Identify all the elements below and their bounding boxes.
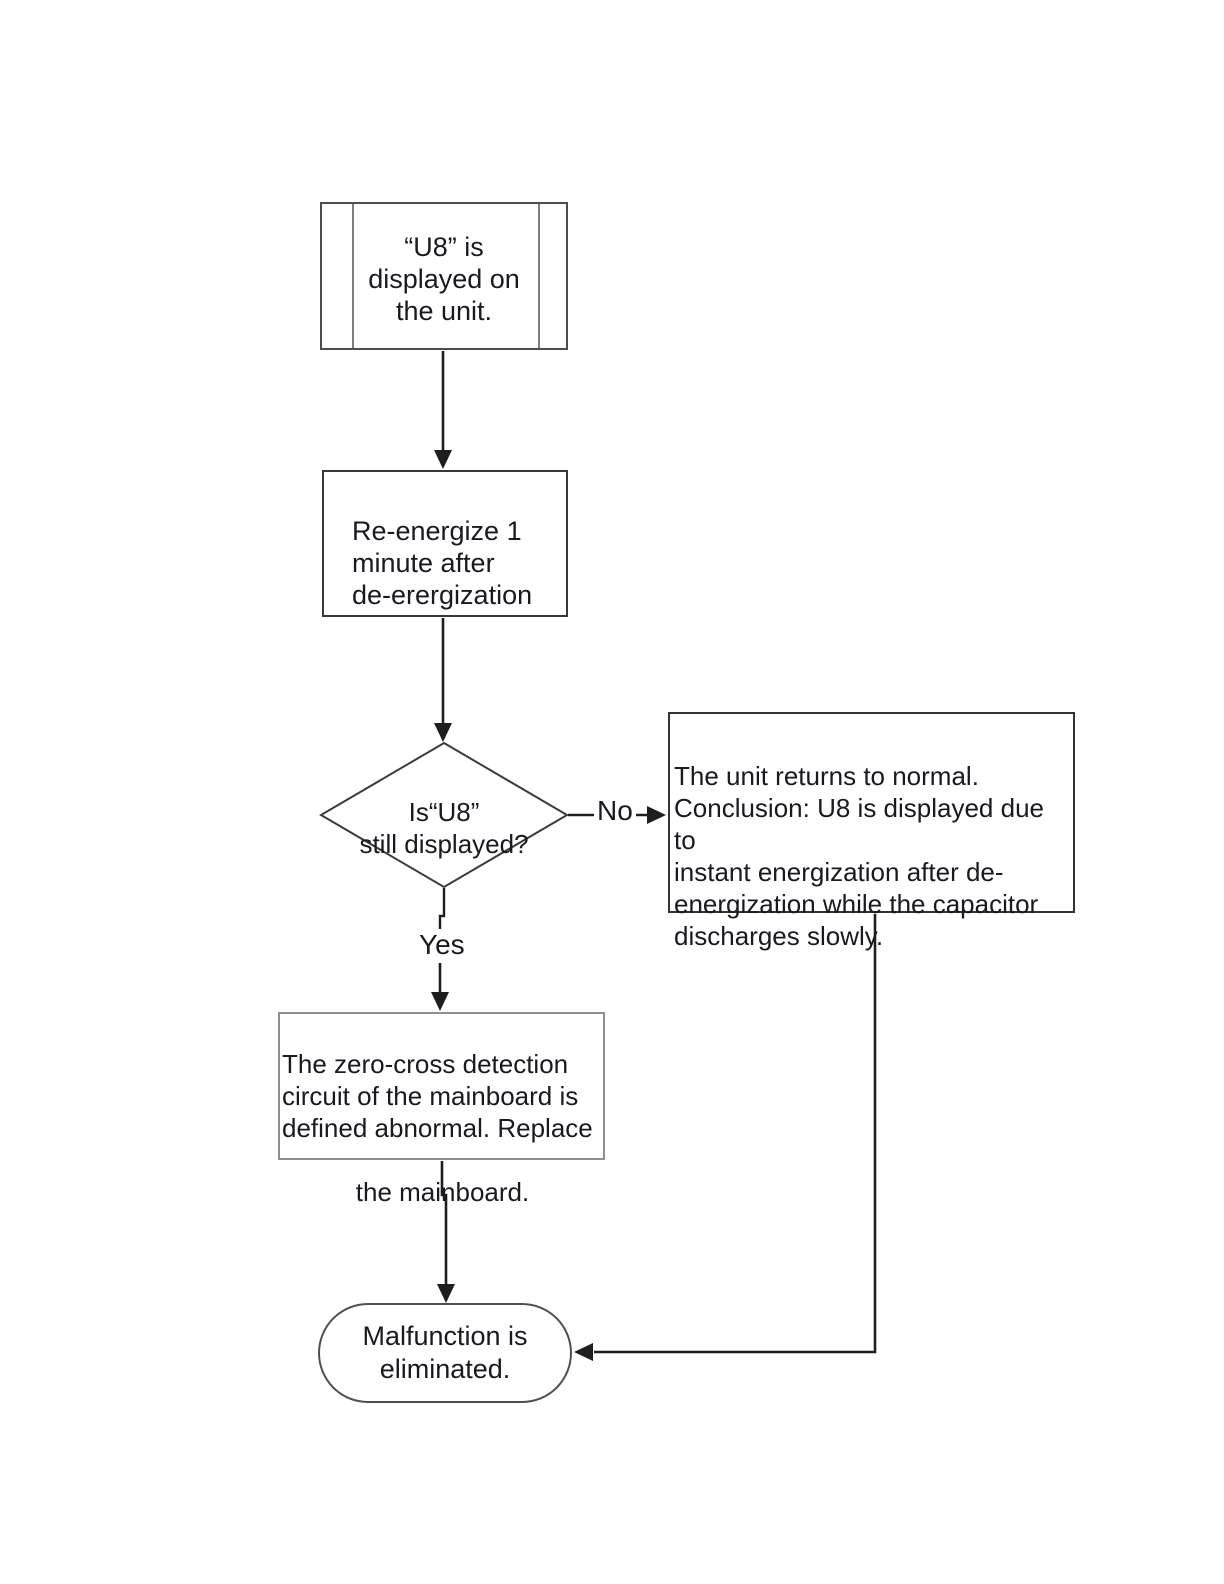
edge-label-no: No <box>594 796 636 826</box>
node-end-text: Malfunction is eliminated. <box>362 1321 528 1384</box>
arrowhead-down-yes-result <box>431 992 449 1011</box>
node-start-u8-displayed: “U8” is displayed on the unit. <box>320 202 568 350</box>
arrowhead-down-end <box>437 1284 455 1303</box>
node-decision-text: Is“U8” still displayed? <box>359 797 529 859</box>
decision-diamond-shape <box>319 741 569 889</box>
arrowhead-down-decision <box>434 723 452 742</box>
node-yes-result-text-centered: the mainboard. <box>355 1177 530 1207</box>
arrowhead-down-reenergize <box>434 450 452 469</box>
predefined-process-left-bar <box>352 204 354 348</box>
arrowhead-right-no-result <box>647 806 666 824</box>
predefined-process-right-bar <box>538 204 540 348</box>
edge-label-yes: Yes <box>416 930 468 960</box>
node-yes-result-replace-mainboard: The zero-cross detection circuit of the … <box>278 1012 605 1207</box>
node-decision-u8-still-displayed: Is“U8” still displayed? <box>324 764 564 860</box>
node-no-result-text: The unit returns to normal. Conclusion: … <box>674 761 1044 951</box>
edge-yes-branch-hook <box>438 888 446 929</box>
node-no-result-unit-normal: The unit returns to normal. Conclusion: … <box>668 712 1075 951</box>
node-reenergize-text: Re-energize 1 minute after de-erergizati… <box>352 516 533 610</box>
node-start-text: “U8” is displayed on the unit. <box>368 232 520 326</box>
edge-yes-result-to-end <box>440 1161 448 1285</box>
arrowhead-left-end <box>574 1343 593 1361</box>
edge-no-result-to-end <box>594 914 877 1354</box>
node-reenergize: Re-energize 1 minute after de-erergizati… <box>322 470 568 617</box>
node-yes-result-text: The zero-cross detection circuit of the … <box>282 1049 593 1143</box>
node-end-malfunction-eliminated: Malfunction is eliminated. <box>318 1303 572 1403</box>
